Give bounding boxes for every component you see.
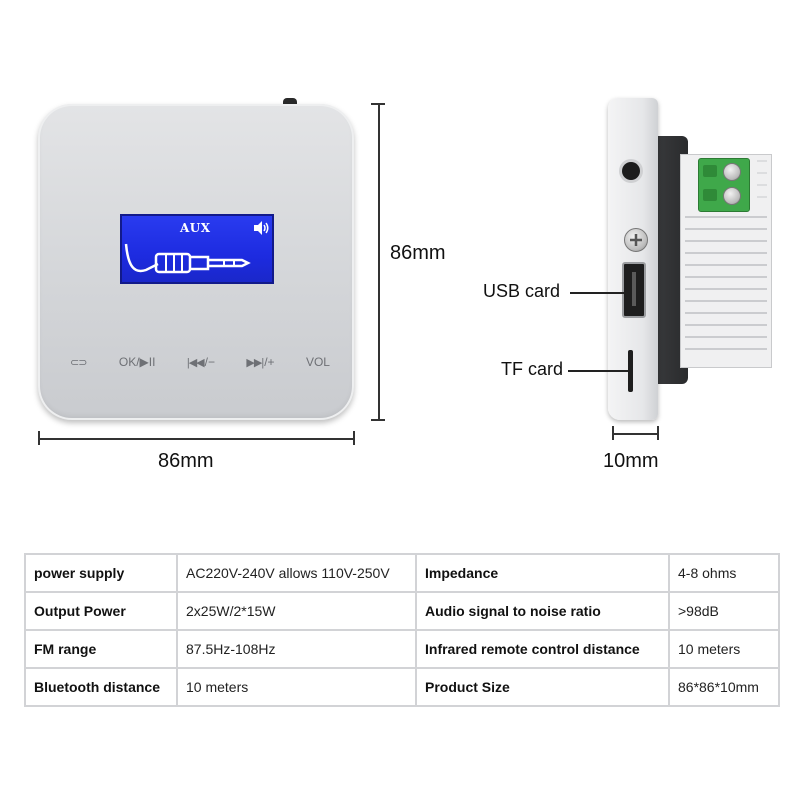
previous-icon: |◀◀ <box>186 356 205 369</box>
front-button-row: ⊂⊃ OK/▶II |◀◀ /− ▶▶| /+ VOL <box>70 352 330 372</box>
terminal-slot-top <box>703 165 717 177</box>
depth-dimension-cap-right <box>657 426 659 440</box>
width-dimension-cap-left <box>38 431 40 445</box>
vol-label: VOL <box>305 355 330 369</box>
spec-value: >98dB <box>668 591 780 631</box>
usb-callout-label: USB card <box>483 281 561 301</box>
speaker-icon <box>254 221 269 235</box>
vent-slots <box>685 160 767 350</box>
spec-label: Bluetooth distance <box>24 667 178 707</box>
spec-label: FM range <box>24 629 178 669</box>
height-dimension-cap-top <box>371 103 385 105</box>
spec-table: power supply AC220V-240V allows 110V-250… <box>24 553 780 707</box>
terminal-screw-bottom <box>723 187 741 205</box>
spec-label: Output Power <box>24 591 178 631</box>
ok-play-pause-button[interactable]: OK/▶II <box>119 355 156 369</box>
tf-callout-line <box>568 370 628 372</box>
usb-port[interactable] <box>622 262 646 318</box>
tf-card-slot[interactable] <box>628 350 633 392</box>
aux-plug-icon <box>124 243 251 274</box>
power-button[interactable]: ⊂⊃ <box>70 356 87 369</box>
ok-play-pause-label: OK/▶II <box>118 355 156 369</box>
table-row: Bluetooth distance 10 meters Product Siz… <box>24 667 780 707</box>
width-dimension-line <box>38 438 354 440</box>
spec-value: 86*86*10mm <box>668 667 780 707</box>
lcd-display: AUX <box>120 214 274 284</box>
top-knob <box>283 98 297 106</box>
depth-dimension-line <box>612 433 658 435</box>
spec-label: Product Size <box>415 667 670 707</box>
width-dimension-cap-right <box>353 431 355 445</box>
spec-label: Audio signal to noise ratio <box>415 591 670 631</box>
cross-screw-icon <box>630 234 642 246</box>
usb-port-tongue <box>632 272 636 306</box>
spec-value: 2x25W/2*15W <box>176 591 417 631</box>
table-row: FM range 87.5Hz-108Hz Infrared remote co… <box>24 629 780 669</box>
table-row: Output Power 2x25W/2*15W Audio signal to… <box>24 591 780 631</box>
audio-jack-port[interactable] <box>622 162 640 180</box>
spec-value: 10 meters <box>668 629 780 669</box>
depth-dimension-label: 10mm <box>603 450 659 472</box>
depth-dimension-cap-left <box>612 426 614 440</box>
next-icon: ▶▶| <box>246 356 264 369</box>
spec-label: Impedance <box>415 553 670 593</box>
next-label: /+ <box>264 355 275 369</box>
previous-label: /− <box>204 355 215 369</box>
speaker-terminal-block <box>698 158 750 212</box>
previous-vol-down-button[interactable]: |◀◀ /− <box>187 355 215 369</box>
lcd-mode-label: AUX <box>180 221 211 235</box>
spec-label: Infrared remote control distance <box>415 629 670 669</box>
terminal-screw-top <box>723 163 741 181</box>
spec-value: 87.5Hz-108Hz <box>176 629 417 669</box>
vol-button[interactable]: VOL <box>306 355 330 369</box>
height-dimension-cap-bottom <box>371 419 385 421</box>
link-icon: ⊂⊃ <box>70 356 87 369</box>
mounting-screw <box>624 228 648 252</box>
side-faceplate <box>608 98 658 420</box>
usb-callout-line <box>570 292 624 294</box>
height-dimension-line <box>378 104 380 420</box>
width-dimension-label: 86mm <box>158 450 214 472</box>
spec-label: power supply <box>24 553 178 593</box>
terminal-slot-bottom <box>703 189 717 201</box>
tf-callout-label: TF card <box>501 359 564 379</box>
height-dimension-label: 86mm <box>390 242 446 264</box>
spec-value: 4-8 ohms <box>668 553 780 593</box>
spec-value: AC220V-240V allows 110V-250V <box>176 553 417 593</box>
next-vol-up-button[interactable]: ▶▶| /+ <box>246 355 274 369</box>
spec-value: 10 meters <box>176 667 417 707</box>
table-row: power supply AC220V-240V allows 110V-250… <box>24 553 780 593</box>
